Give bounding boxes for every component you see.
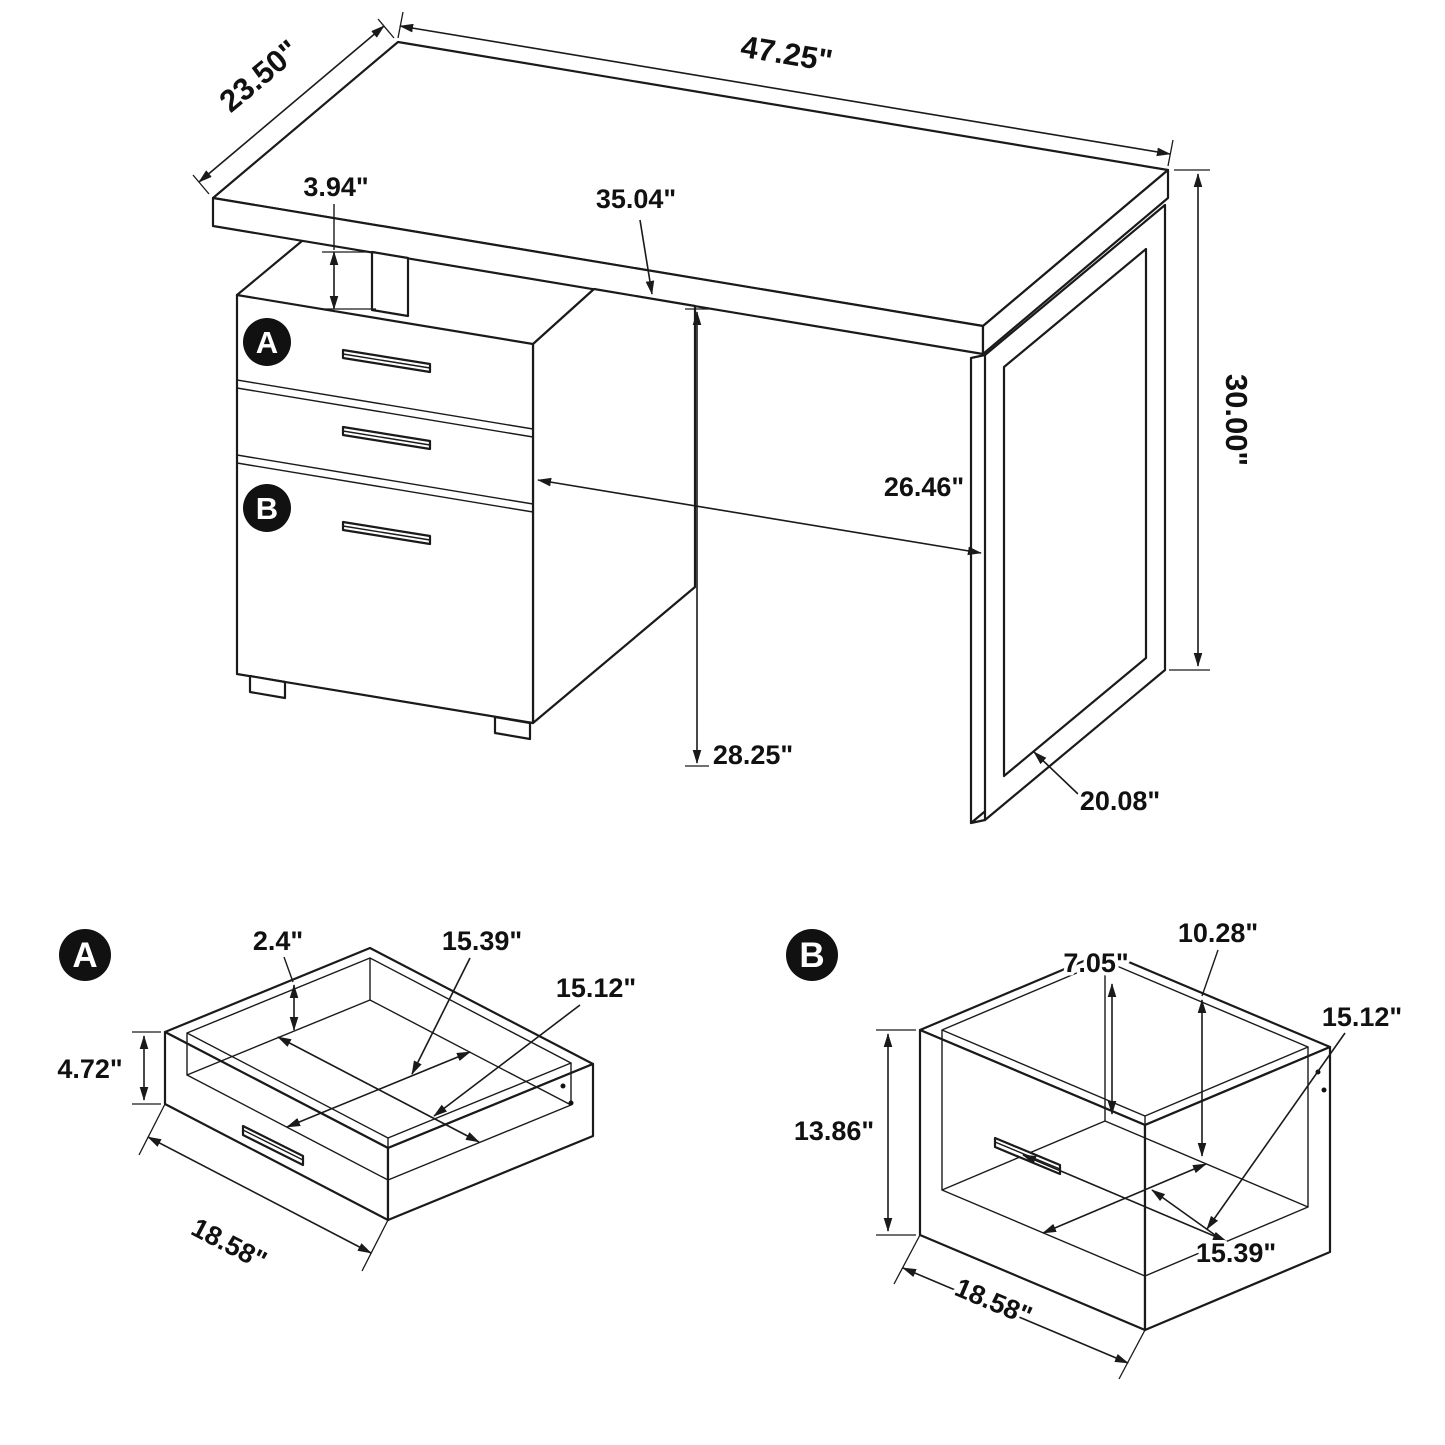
drawer-a-width-leader — [433, 1004, 581, 1117]
screw-dot — [1321, 1087, 1327, 1093]
drawer-a-depth-leader — [411, 957, 471, 1075]
drawer-a-badge-circle — [59, 929, 111, 981]
dim-b-front-width-label: 18.58" — [951, 1272, 1037, 1331]
dim-desk-height-label: 30.00" — [1219, 374, 1254, 466]
badge-b-circle — [243, 484, 291, 532]
drawer-b-frontwidth-dimline — [902, 1267, 1129, 1364]
screw-dot — [568, 1100, 574, 1106]
drawer-b-badge-letter: B — [799, 936, 824, 975]
dim-a-inner-width-label: 15.12" — [556, 973, 636, 1003]
drawer-a-clearance-leader — [283, 956, 294, 983]
drawer-handle-middle — [341, 425, 432, 451]
handle-edge — [342, 430, 431, 446]
desk-height-extensions — [1169, 169, 1210, 671]
underside-span-leader — [639, 219, 655, 295]
drawer-gap-line-2 — [236, 454, 534, 513]
top-depth-dimline — [198, 25, 385, 183]
drawer-handle-file — [341, 520, 432, 546]
cabinet-front-face — [235, 293, 535, 725]
leg-depth-leader — [1033, 751, 1079, 795]
cabinet-side-face — [531, 287, 697, 725]
dim-leg-depth-label: 20.08" — [1080, 786, 1160, 816]
top-width-dimline — [399, 23, 1171, 157]
dim-underside-span-label: 35.04" — [596, 184, 676, 214]
cabinet-foot-right — [493, 715, 532, 741]
dim-a-front-width-label: 18.58" — [187, 1212, 272, 1276]
drawer-a-badge-letter: A — [72, 936, 97, 975]
drawer-a-corner-edges — [186, 958, 572, 1180]
drawer-b-width-extensions — [893, 1234, 1146, 1380]
badge-a-circle — [243, 318, 291, 366]
drawer-b-detail: B 7.05" 10.28" 15.12" 15.39" 13.86 — [786, 915, 1406, 1380]
drawer-a-width-dimline — [277, 1036, 480, 1143]
knee-height-extensions — [685, 308, 709, 767]
spacer-extensions — [322, 251, 376, 310]
desktop-right-end-face — [981, 168, 1170, 356]
main-view: A B 47.25" 23.50" 3.94" 35.04" 30.00" 26… — [192, 11, 1258, 825]
desktop-spacer-post — [370, 250, 410, 318]
knee-width-dimline — [537, 477, 982, 556]
drawer-b-width-leader — [1206, 1032, 1346, 1230]
dim-knee-height-label: 28.25" — [713, 740, 793, 770]
dim-spacer-height-label: 3.94" — [303, 172, 368, 202]
drawer-b-corner-edges — [941, 961, 1309, 1276]
handle-edge — [342, 353, 431, 369]
drawer-a-detail: A 2.4" 15.39" 15.12" 4.72" 18 — [54, 923, 640, 1280]
drawer-b-depth-leader — [1151, 1189, 1223, 1241]
screw-dot — [560, 1083, 566, 1089]
drawer-gap-line-1 — [236, 379, 534, 438]
dim-a-inner-depth-label: 15.39" — [442, 926, 522, 956]
badge-b-letter: B — [256, 491, 278, 526]
drawer-b-depth-dimline — [1042, 1163, 1207, 1234]
dim-knee-width-label: 26.46" — [884, 472, 964, 502]
top-depth-extensions — [192, 18, 395, 195]
cabinet-top-back-edge — [235, 239, 304, 297]
drawer-a-frontwidth-dimline — [147, 1136, 372, 1254]
cabinet-foot-left — [248, 674, 287, 700]
drawer-b-height-extensions — [876, 1029, 916, 1236]
handle-edge — [342, 525, 431, 541]
dim-b-side-height-label: 7.05" — [1063, 948, 1128, 978]
drawer-a-height-extensions — [132, 1031, 161, 1105]
leg-frame-inner — [1002, 247, 1148, 778]
dim-b-front-height-label: 13.86" — [794, 1116, 874, 1146]
dim-a-inner-clearance-label: 2.4" — [253, 926, 303, 956]
dim-a-front-height-label: 4.72" — [57, 1054, 122, 1084]
drawer-a-side-face — [386, 1062, 595, 1222]
dim-top-depth-label: 23.50" — [213, 33, 306, 119]
drawer-handle-top — [341, 348, 432, 374]
drawer-b-backheight-leader — [1201, 949, 1219, 997]
dim-top-width-label: 47.25" — [738, 29, 835, 79]
drawer-a-width-extensions — [138, 1103, 389, 1272]
dim-b-back-height-label: 10.28" — [1178, 918, 1258, 948]
dim-b-inner-depth-label: 15.39" — [1196, 1238, 1276, 1268]
dim-b-inner-width-label: 15.12" — [1322, 1002, 1402, 1032]
drawer-b-badge-circle — [786, 929, 838, 981]
badge-a-letter: A — [256, 325, 278, 360]
